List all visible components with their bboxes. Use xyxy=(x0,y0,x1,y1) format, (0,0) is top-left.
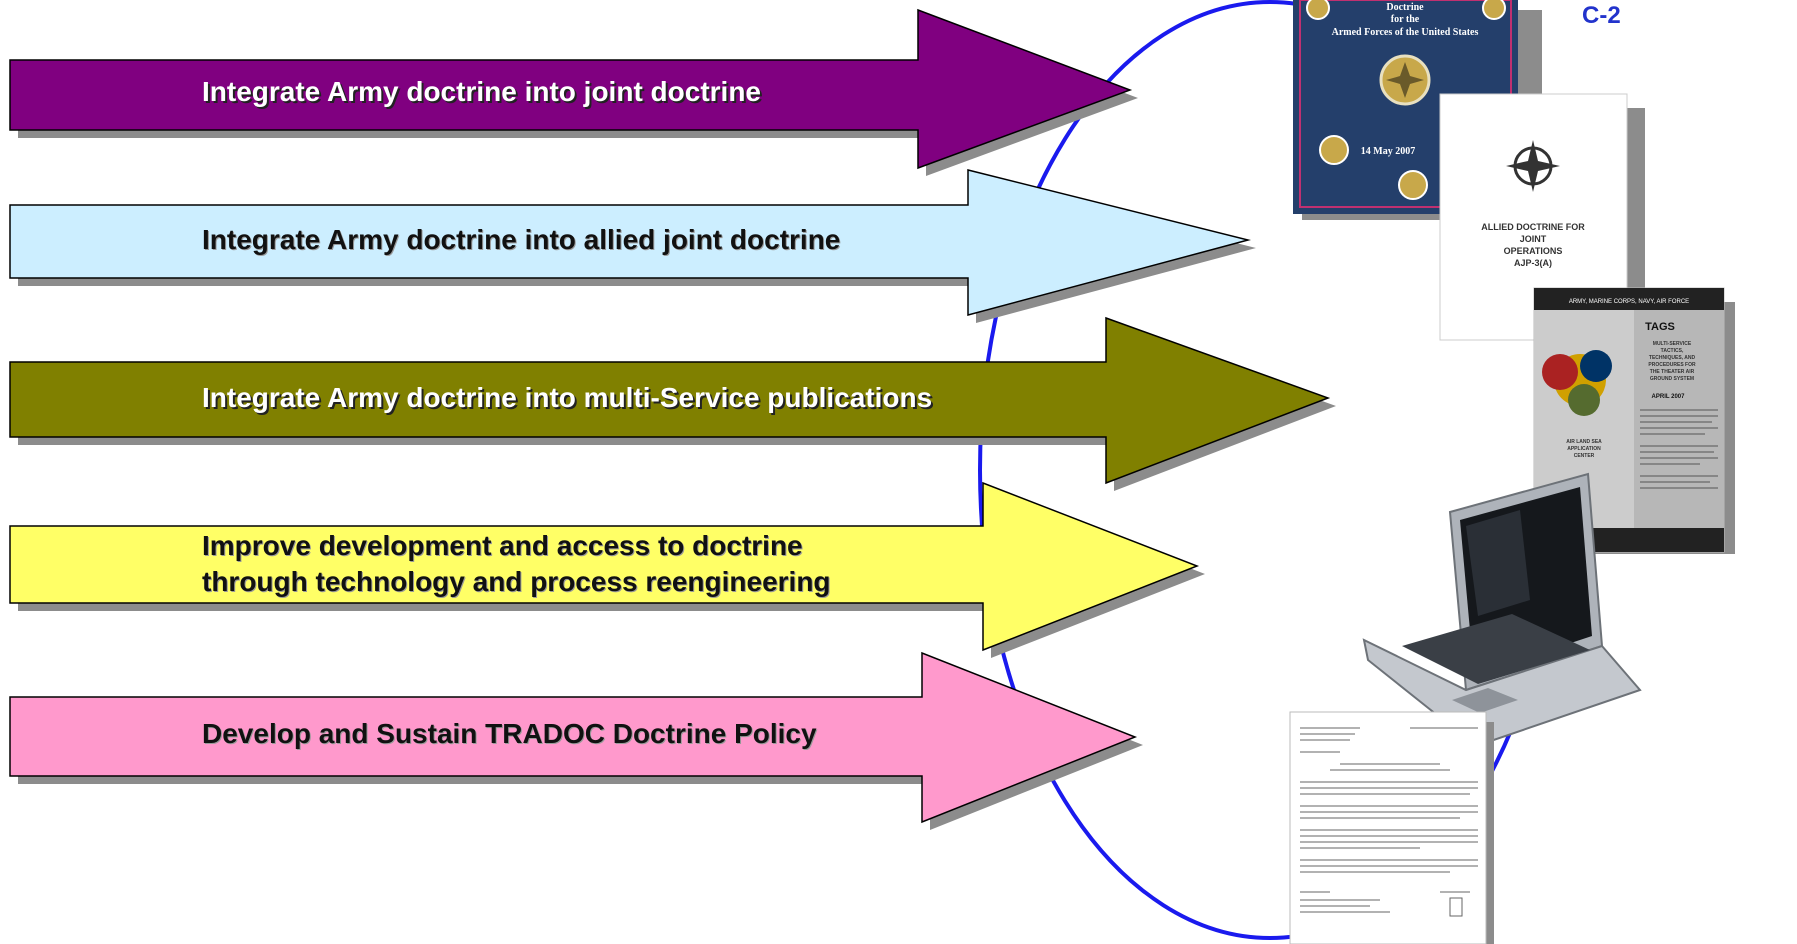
allied-cover-title-4: AJP-3(A) xyxy=(1514,258,1552,268)
allied-cover-title-1: ALLIED DOCTRINE FOR xyxy=(1481,222,1585,232)
arrow-label-2: Integrate Army doctrine into allied join… xyxy=(202,222,840,258)
tags-title: TAGS xyxy=(1645,321,1675,333)
joint-cover-title-2: for the xyxy=(1391,14,1420,25)
arrow-label-1: Integrate Army doctrine into joint doctr… xyxy=(202,74,761,110)
tags-body-lines xyxy=(1640,409,1718,489)
tags-subtitle-4: PROCEDURES FOR xyxy=(1648,362,1696,368)
tags-subtitle-3: TECHNIQUES, AND xyxy=(1649,355,1696,361)
tags-subtitle-2: TACTICS, xyxy=(1661,348,1684,354)
tags-subtitle-5: THE THEATER AIR xyxy=(1650,369,1695,375)
tags-center-1: AIR LAND SEA xyxy=(1566,439,1602,445)
allied-cover-title-3: OPERATIONS xyxy=(1504,246,1563,256)
arrow-layer xyxy=(9,8,1336,830)
nato-compass-icon xyxy=(1506,140,1560,192)
arrow-label-3: Integrate Army doctrine into multi-Servi… xyxy=(202,380,932,416)
arrow-4 xyxy=(9,481,1200,652)
arrow-label-line: Integrate Army doctrine into allied join… xyxy=(202,224,841,255)
arrow-1 xyxy=(9,8,1133,170)
arrow-label-4: Improve development and access to doctri… xyxy=(202,528,831,600)
joint-cover-title-3: Armed Forces of the United States xyxy=(1332,27,1479,38)
arrow-label-line: Develop and Sustain TRADOC Doctrine Poli… xyxy=(202,718,817,749)
arrow-label-line: Integrate Army doctrine into multi-Servi… xyxy=(202,382,933,413)
arrow-label-line: through technology and process reenginee… xyxy=(202,566,831,597)
tags-center-3: CENTER xyxy=(1574,453,1595,459)
tags-subtitle-6: GROUND SYSTEM xyxy=(1650,376,1694,382)
joint-cover-title-1: Doctrine xyxy=(1386,2,1424,13)
arrow-label-5: Develop and Sustain TRADOC Doctrine Poli… xyxy=(202,716,817,752)
tags-header: ARMY, MARINE CORPS, NAVY, AIR FORCE xyxy=(1569,299,1689,305)
allied-cover-title-2: JOINT xyxy=(1520,234,1547,244)
arrow-3 xyxy=(9,316,1331,485)
joint-doctrine-cover: Doctrine for the Armed Forces of the Uni… xyxy=(1293,0,1542,220)
tags-date: APRIL 2007 xyxy=(1652,394,1686,400)
tags-center-2: APPLICATION xyxy=(1567,446,1601,452)
arrow-label-line: Improve development and access to doctri… xyxy=(202,530,803,561)
slide-id: C-2 xyxy=(1582,2,1621,29)
arrow-5 xyxy=(9,651,1138,824)
laptop-icon xyxy=(1362,472,1642,748)
tags-subtitle-1: MULTI-SERVICE xyxy=(1653,341,1692,347)
policy-memo-document xyxy=(1289,711,1494,944)
arrow-label-line: Integrate Army doctrine into joint doctr… xyxy=(202,76,762,107)
arrow-2 xyxy=(9,169,1251,316)
joint-cover-date: 14 May 2007 xyxy=(1361,146,1415,157)
